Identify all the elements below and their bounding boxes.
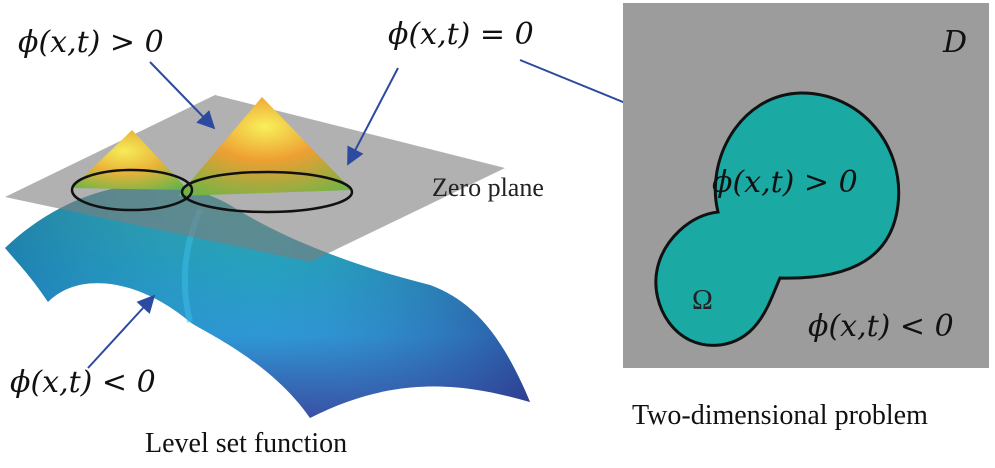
label-phi-negative-2d: ϕ(x,t) < 0 — [808, 309, 954, 344]
label-phi-negative: ϕ(x,t) < 0 — [10, 365, 156, 400]
level-set-surface-group — [5, 95, 530, 418]
caption-level-set: Level set function — [145, 428, 347, 459]
domain-label-D: D — [942, 25, 967, 60]
region-omega — [654, 91, 901, 347]
zero-plane-label: Zero plane — [432, 173, 544, 202]
arrow-zero — [347, 67, 399, 166]
label-phi-positive-2d: ϕ(x,t) > 0 — [712, 165, 858, 200]
zero-contour-large — [180, 170, 354, 214]
label-phi-positive: ϕ(x,t) > 0 — [18, 25, 164, 60]
arrow-negative — [87, 294, 156, 369]
zero-contour-small — [70, 168, 194, 212]
label-phi-zero: ϕ(x,t) = 0 — [388, 17, 534, 52]
two-d-domain-group — [623, 3, 989, 368]
surface-shading — [5, 184, 530, 418]
small-cone — [72, 130, 188, 190]
arrow-positive — [149, 61, 216, 130]
large-cone — [178, 97, 352, 196]
caption-two-d: Two-dimensional problem — [632, 400, 928, 431]
region-label-omega: Ω — [692, 285, 713, 316]
